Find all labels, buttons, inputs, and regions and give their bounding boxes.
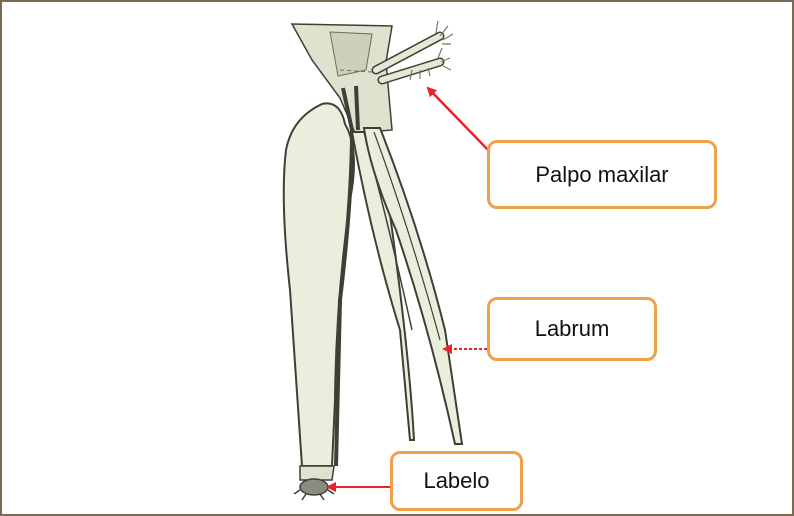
arrow-palpo — [428, 88, 490, 152]
label-palpo-maxilar: Palpo maxilar — [487, 140, 717, 209]
label-labelo: Labelo — [390, 451, 523, 511]
labellum-tip — [294, 466, 334, 500]
labium — [284, 86, 358, 466]
stylets — [352, 128, 462, 444]
label-labrum: Labrum — [487, 297, 657, 361]
